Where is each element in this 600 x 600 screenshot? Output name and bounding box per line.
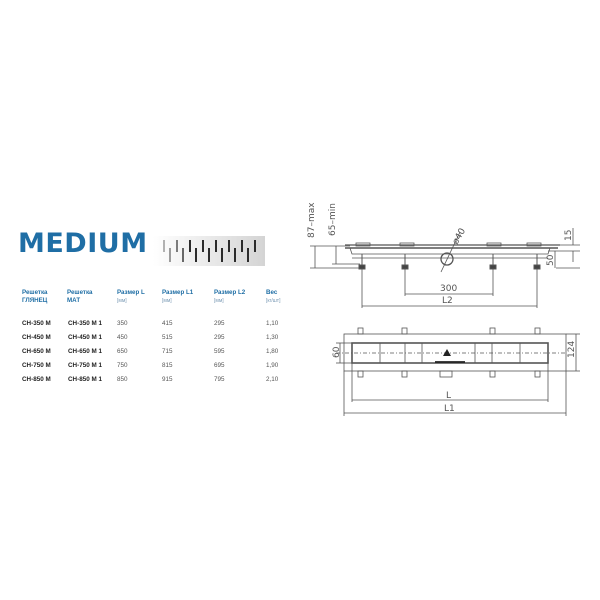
cell-l1: 515 xyxy=(162,334,173,341)
header-size-l: Размер L[мм] xyxy=(117,289,145,304)
cell-l: 850 xyxy=(117,376,128,383)
dim-15: 15 xyxy=(564,230,574,241)
cell-weight: 1,30 xyxy=(266,334,279,341)
header-weight: Вес[кг/шт] xyxy=(266,289,281,304)
cell-mat: CH-750 M 1 xyxy=(68,362,102,369)
dim-50: 50 xyxy=(546,254,556,266)
cell-l2: 295 xyxy=(214,320,225,327)
dim-87-max: 87–max xyxy=(307,202,317,238)
cell-mat: CH-450 M 1 xyxy=(68,334,102,341)
cell-weight: 1,80 xyxy=(266,348,279,355)
cell-weight: 2,10 xyxy=(266,376,279,383)
side-view-drawing xyxy=(310,228,580,308)
dim-l2: L2 xyxy=(442,296,453,306)
cell-l: 350 xyxy=(117,320,128,327)
cell-l1: 715 xyxy=(162,348,173,355)
cell-gloss: CH-450 M xyxy=(22,334,51,341)
cell-gloss: CH-650 M xyxy=(22,348,51,355)
cell-l: 450 xyxy=(117,334,128,341)
cell-l: 750 xyxy=(117,362,128,369)
cell-l2: 595 xyxy=(214,348,225,355)
dim-l1: L1 xyxy=(444,404,455,414)
dim-outlet-diameter: ø40 xyxy=(451,227,468,247)
grate-pattern-image xyxy=(153,236,265,266)
cell-l1: 415 xyxy=(162,320,173,327)
header-size-l2: Размер L2[мм] xyxy=(214,289,246,304)
dim-300: 300 xyxy=(440,284,457,294)
cell-mat: CH-850 M 1 xyxy=(68,376,102,383)
cell-gloss: CH-750 M xyxy=(22,362,51,369)
dim-l: L xyxy=(446,391,451,401)
cell-mat: CH-650 M 1 xyxy=(68,348,102,355)
cell-gloss: CH-350 M xyxy=(22,320,51,327)
header-size-l1: Размер L1[мм] xyxy=(162,289,194,304)
cell-gloss: CH-850 M xyxy=(22,376,51,383)
cell-l2: 795 xyxy=(214,376,225,383)
cell-l2: 695 xyxy=(214,362,225,369)
top-view-drawing xyxy=(336,327,580,416)
dim-124: 124 xyxy=(567,341,577,358)
cell-weight: 1,10 xyxy=(266,320,279,327)
dim-65-min: 65–min xyxy=(328,203,338,236)
product-title: MEDIUM xyxy=(18,228,148,259)
cell-l2: 295 xyxy=(214,334,225,341)
cell-l1: 915 xyxy=(162,376,173,383)
cell-l: 650 xyxy=(117,348,128,355)
dim-60: 60 xyxy=(332,346,342,358)
cell-weight: 1,90 xyxy=(266,362,279,369)
cell-l1: 815 xyxy=(162,362,173,369)
cell-mat: CH-350 M 1 xyxy=(68,320,102,327)
